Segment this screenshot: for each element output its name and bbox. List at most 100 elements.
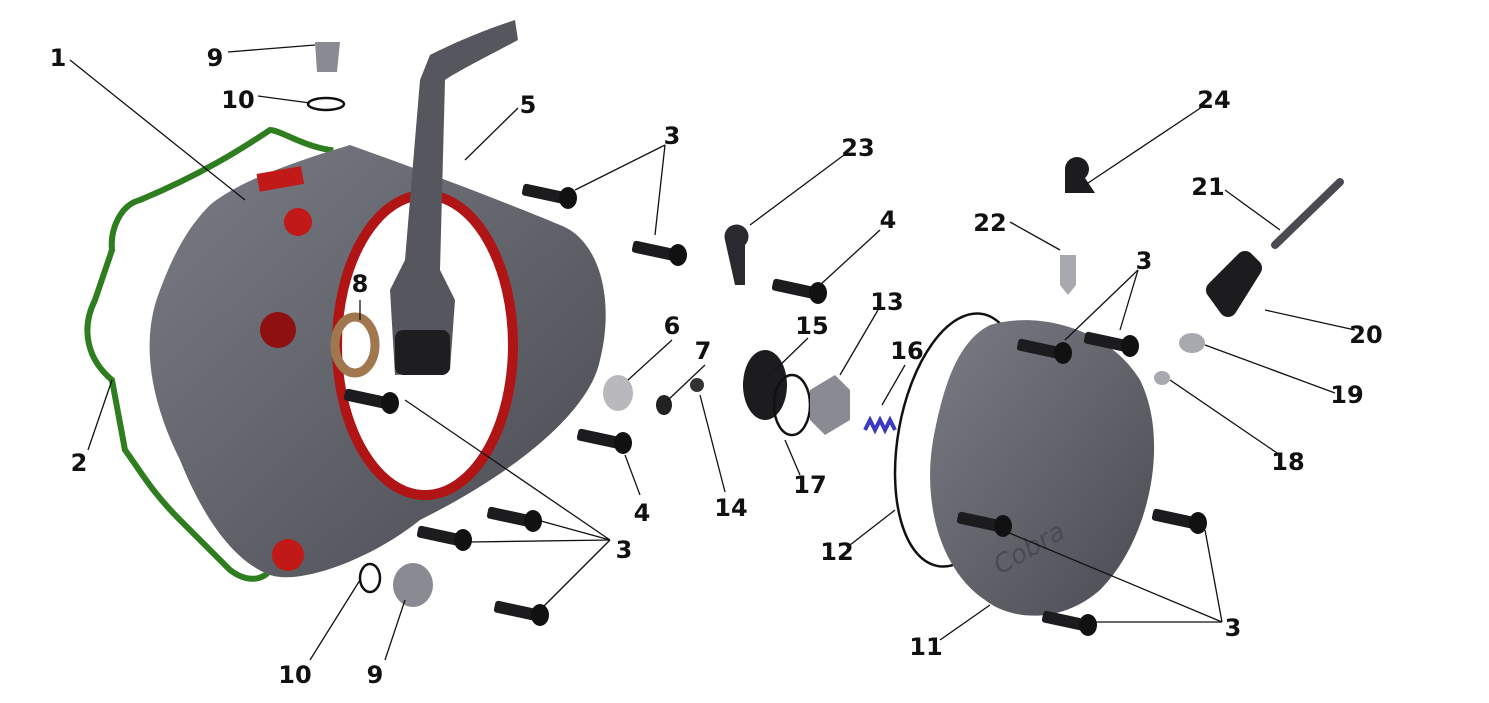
bolt-part-3 <box>771 278 817 299</box>
leader-line <box>1169 379 1281 456</box>
bolt-group <box>343 183 1207 636</box>
bolt-part-3 <box>1083 331 1129 352</box>
callout-label: 3 <box>1136 247 1153 275</box>
diaphragm-part-15 <box>743 350 787 420</box>
bolt-part-3 <box>1151 508 1197 529</box>
callout-label: 15 <box>795 312 828 340</box>
bolt-part-3 <box>343 388 389 409</box>
leader-line <box>881 364 906 406</box>
callout-label: 14 <box>714 494 747 522</box>
callout-label: 7 <box>695 337 712 365</box>
oring-part-10-bottom <box>358 562 382 594</box>
bolt-head <box>994 515 1012 537</box>
leader-line <box>69 59 246 201</box>
callout-label: 4 <box>634 499 651 527</box>
leader-line <box>87 379 113 451</box>
bolt-head <box>669 244 687 266</box>
drain-port-part <box>272 539 304 571</box>
leader-line <box>309 579 361 661</box>
bolt-head <box>454 529 472 551</box>
leader-line <box>819 229 881 286</box>
leader-line <box>1204 344 1336 394</box>
callout-label: 3 <box>616 536 633 564</box>
bolt-head <box>381 392 399 414</box>
leader-line <box>257 95 311 104</box>
bolt-head <box>1189 512 1207 534</box>
bolt-part-3 <box>576 428 622 449</box>
plug-part-9-top <box>315 42 340 72</box>
leader-line <box>574 144 666 191</box>
callout-label: 11 <box>909 633 942 661</box>
boot-part-20 <box>1206 251 1262 317</box>
seal-part-8 <box>330 312 380 378</box>
leader-line <box>994 526 1223 623</box>
leader-line <box>529 517 611 541</box>
pin-part-21 <box>1271 178 1344 249</box>
leader-line <box>784 439 801 476</box>
leader-line <box>624 454 641 496</box>
bolt-head <box>1121 335 1139 357</box>
bolt-head <box>614 432 632 454</box>
callout-label: 1 <box>50 44 67 72</box>
leader-line <box>1119 269 1139 331</box>
ball-part-14 <box>690 378 704 392</box>
callout-label: 2 <box>71 449 88 477</box>
bolt-part-3 <box>1041 610 1087 631</box>
fill-port-part <box>284 208 312 236</box>
callout-label: 5 <box>520 91 537 119</box>
callout-label: 8 <box>352 270 369 298</box>
leader-line <box>1224 189 1281 231</box>
leader-line <box>774 337 809 371</box>
callout-label: 18 <box>1271 448 1304 476</box>
spring-part-16 <box>863 415 897 435</box>
leader-line <box>1084 104 1206 186</box>
leader-line <box>749 151 849 226</box>
leader-line <box>469 539 611 543</box>
gasket-part-2 <box>84 126 334 582</box>
leader-line <box>384 599 406 661</box>
callout-label: 24 <box>1197 86 1230 114</box>
leader-line <box>667 364 706 401</box>
callout-label: 9 <box>367 661 384 689</box>
callout-label: 3 <box>664 122 681 150</box>
leader-line <box>627 339 673 381</box>
bolt-part-3 <box>486 506 532 527</box>
callout-label: 22 <box>973 209 1006 237</box>
callout-label: 4 <box>880 206 897 234</box>
banjo-part-24 <box>1064 157 1095 193</box>
bolt-part-3 <box>956 511 1002 532</box>
bolt-part-3 <box>521 183 567 204</box>
leader-line <box>1264 309 1356 331</box>
callout-label: 16 <box>890 337 923 365</box>
leader-line <box>839 309 879 376</box>
leader-lines <box>69 44 1356 661</box>
bolt-head <box>809 282 827 304</box>
bolt-part-3 <box>1016 338 1062 359</box>
callout-label: 21 <box>1191 173 1224 201</box>
fitting-part-18 <box>1154 371 1170 385</box>
oil-window-part <box>256 166 305 192</box>
leader-line <box>539 539 611 611</box>
bolt-head <box>1079 614 1097 636</box>
leader-line <box>227 44 316 53</box>
bolt-head <box>559 187 577 209</box>
leader-line <box>849 509 896 546</box>
bolt-part-3 <box>493 600 539 621</box>
callout-label: 17 <box>793 471 826 499</box>
callout-label: 12 <box>820 538 853 566</box>
leader-line <box>939 604 991 641</box>
callout-label: 23 <box>841 134 874 162</box>
bleeder-part-22 <box>1060 255 1076 295</box>
callout-label: 9 <box>207 44 224 72</box>
bolt-head <box>1054 342 1072 364</box>
kickstart-lever-part-5 <box>390 20 518 375</box>
leader-line <box>699 394 726 493</box>
callout-label: 10 <box>221 86 254 114</box>
bolt-head <box>531 604 549 626</box>
bolt-part-3 <box>631 240 677 261</box>
callout-label: 6 <box>664 312 681 340</box>
fitting-part-19 <box>1179 333 1205 353</box>
callout-label: 3 <box>1225 614 1242 642</box>
